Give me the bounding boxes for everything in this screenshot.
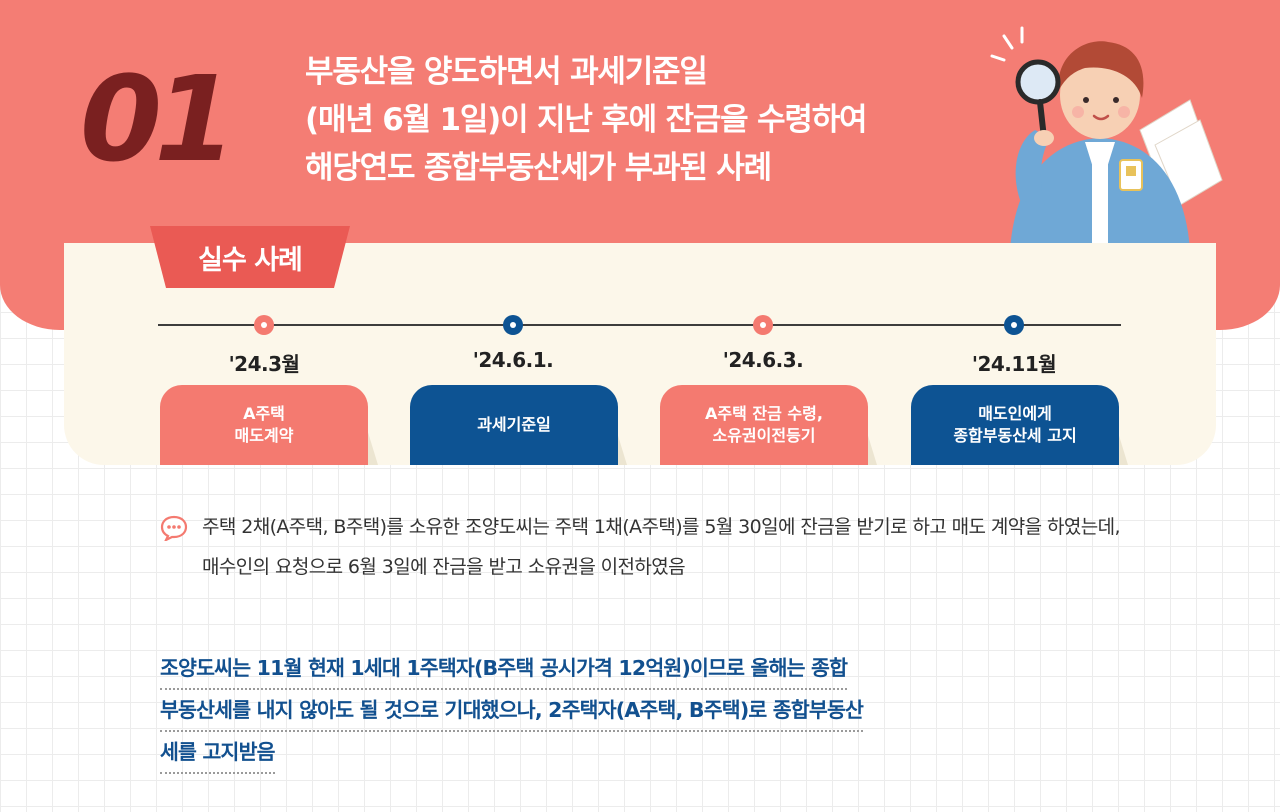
timeline-date: '24.6.1. [472,348,554,372]
timeline-date: '24.3월 [228,352,300,376]
case-number: 01 [80,50,236,188]
timeline-date: '24.11월 [971,352,1057,376]
timeline-dot [254,315,274,335]
speech-bubble-icon [160,515,188,541]
title-line-2: (매년 6월 1일)이 지난 후에 잔금을 수령하여 [305,102,868,138]
timeline-date: '24.6.3. [722,348,804,372]
case-tab-label: 실수 사례 [198,244,303,276]
result-line-2: 부동산세를 내지 않아도 될 것으로 기대했으나, 2주택자(A주택, B주택)… [160,690,864,732]
result-line-3: 세를 고지받음 [160,732,276,774]
case-tab: 실수 사례 [150,226,350,288]
timeline-dot [1004,315,1024,335]
case-result: 조양도씨는 11월 현재 1세대 1주택자(B주택 공시가격 12억원)이므로 … [160,648,1120,774]
timeline-dot [753,315,773,335]
timeline-dot [503,315,523,335]
title-line-1: 부동산을 양도하면서 과세기준일 [305,54,708,90]
timeline-box-tax-base-date: 과세기준일 [410,385,618,465]
timeline-line [158,324,1121,326]
result-line-1: 조양도씨는 11월 현재 1세대 1주택자(B주택 공시가격 12억원)이므로 … [160,648,848,690]
timeline-box-sale-contract: A주택 매도계약 [160,385,368,465]
page-title: 부동산을 양도하면서 과세기준일 (매년 6월 1일)이 지난 후에 잔금을 수… [305,48,1025,192]
title-line-3: 해당연도 종합부동산세가 부과된 사례 [305,150,772,186]
magnifier-person-illustration [990,26,1223,250]
timeline-box-tax-notice: 매도인에게 종합부동산세 고지 [911,385,1119,465]
timeline-box-balance-received: A주택 잔금 수령, 소유권이전등기 [660,385,868,465]
case-description: 주택 2채(A주택, B주택)를 소유한 조양도씨는 주택 1채(A주택)를 5… [202,516,1121,578]
